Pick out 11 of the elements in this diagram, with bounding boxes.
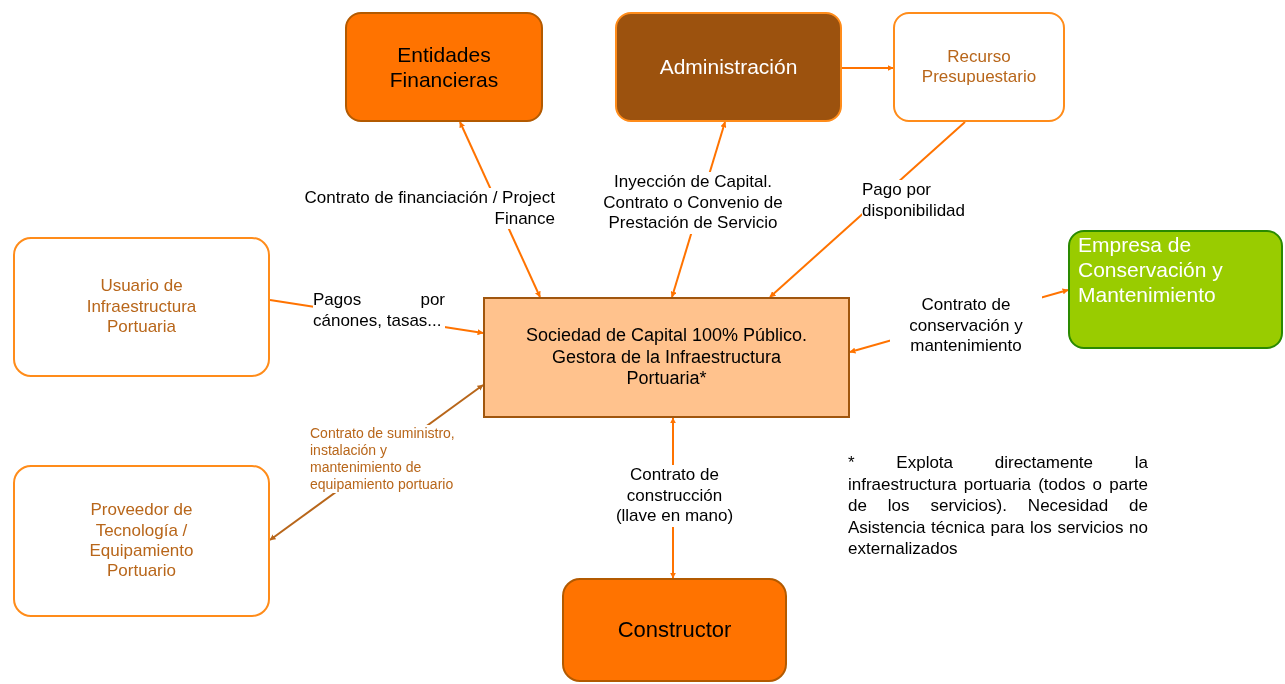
entity-box: Constructor [562, 578, 787, 682]
entity-box: Proveedor de Tecnología / Equipamiento Portuario [13, 465, 270, 617]
footnote: * Explota directamente la infraestructura portuaria (todos o parte de los servicios). Necesidad de Asistencia técnica para los servicios no externalizados [848, 452, 1148, 560]
edge-label: Pagos por cánones, tasas... [313, 290, 445, 332]
entity-box: Usuario de Infraestructura Portuaria [13, 237, 270, 377]
entity-box: Entidades Financieras [345, 12, 543, 122]
central-box: Sociedad de Capital 100% Público. Gestora de la Infraestructura Portuaria* [483, 297, 850, 418]
entity-box: Administración [615, 12, 842, 122]
entity-box: Recurso Presupuestario [893, 12, 1065, 122]
arrow [841, 65, 894, 71]
entity-box: Empresa de Conservación y Mantenimiento [1068, 230, 1283, 349]
